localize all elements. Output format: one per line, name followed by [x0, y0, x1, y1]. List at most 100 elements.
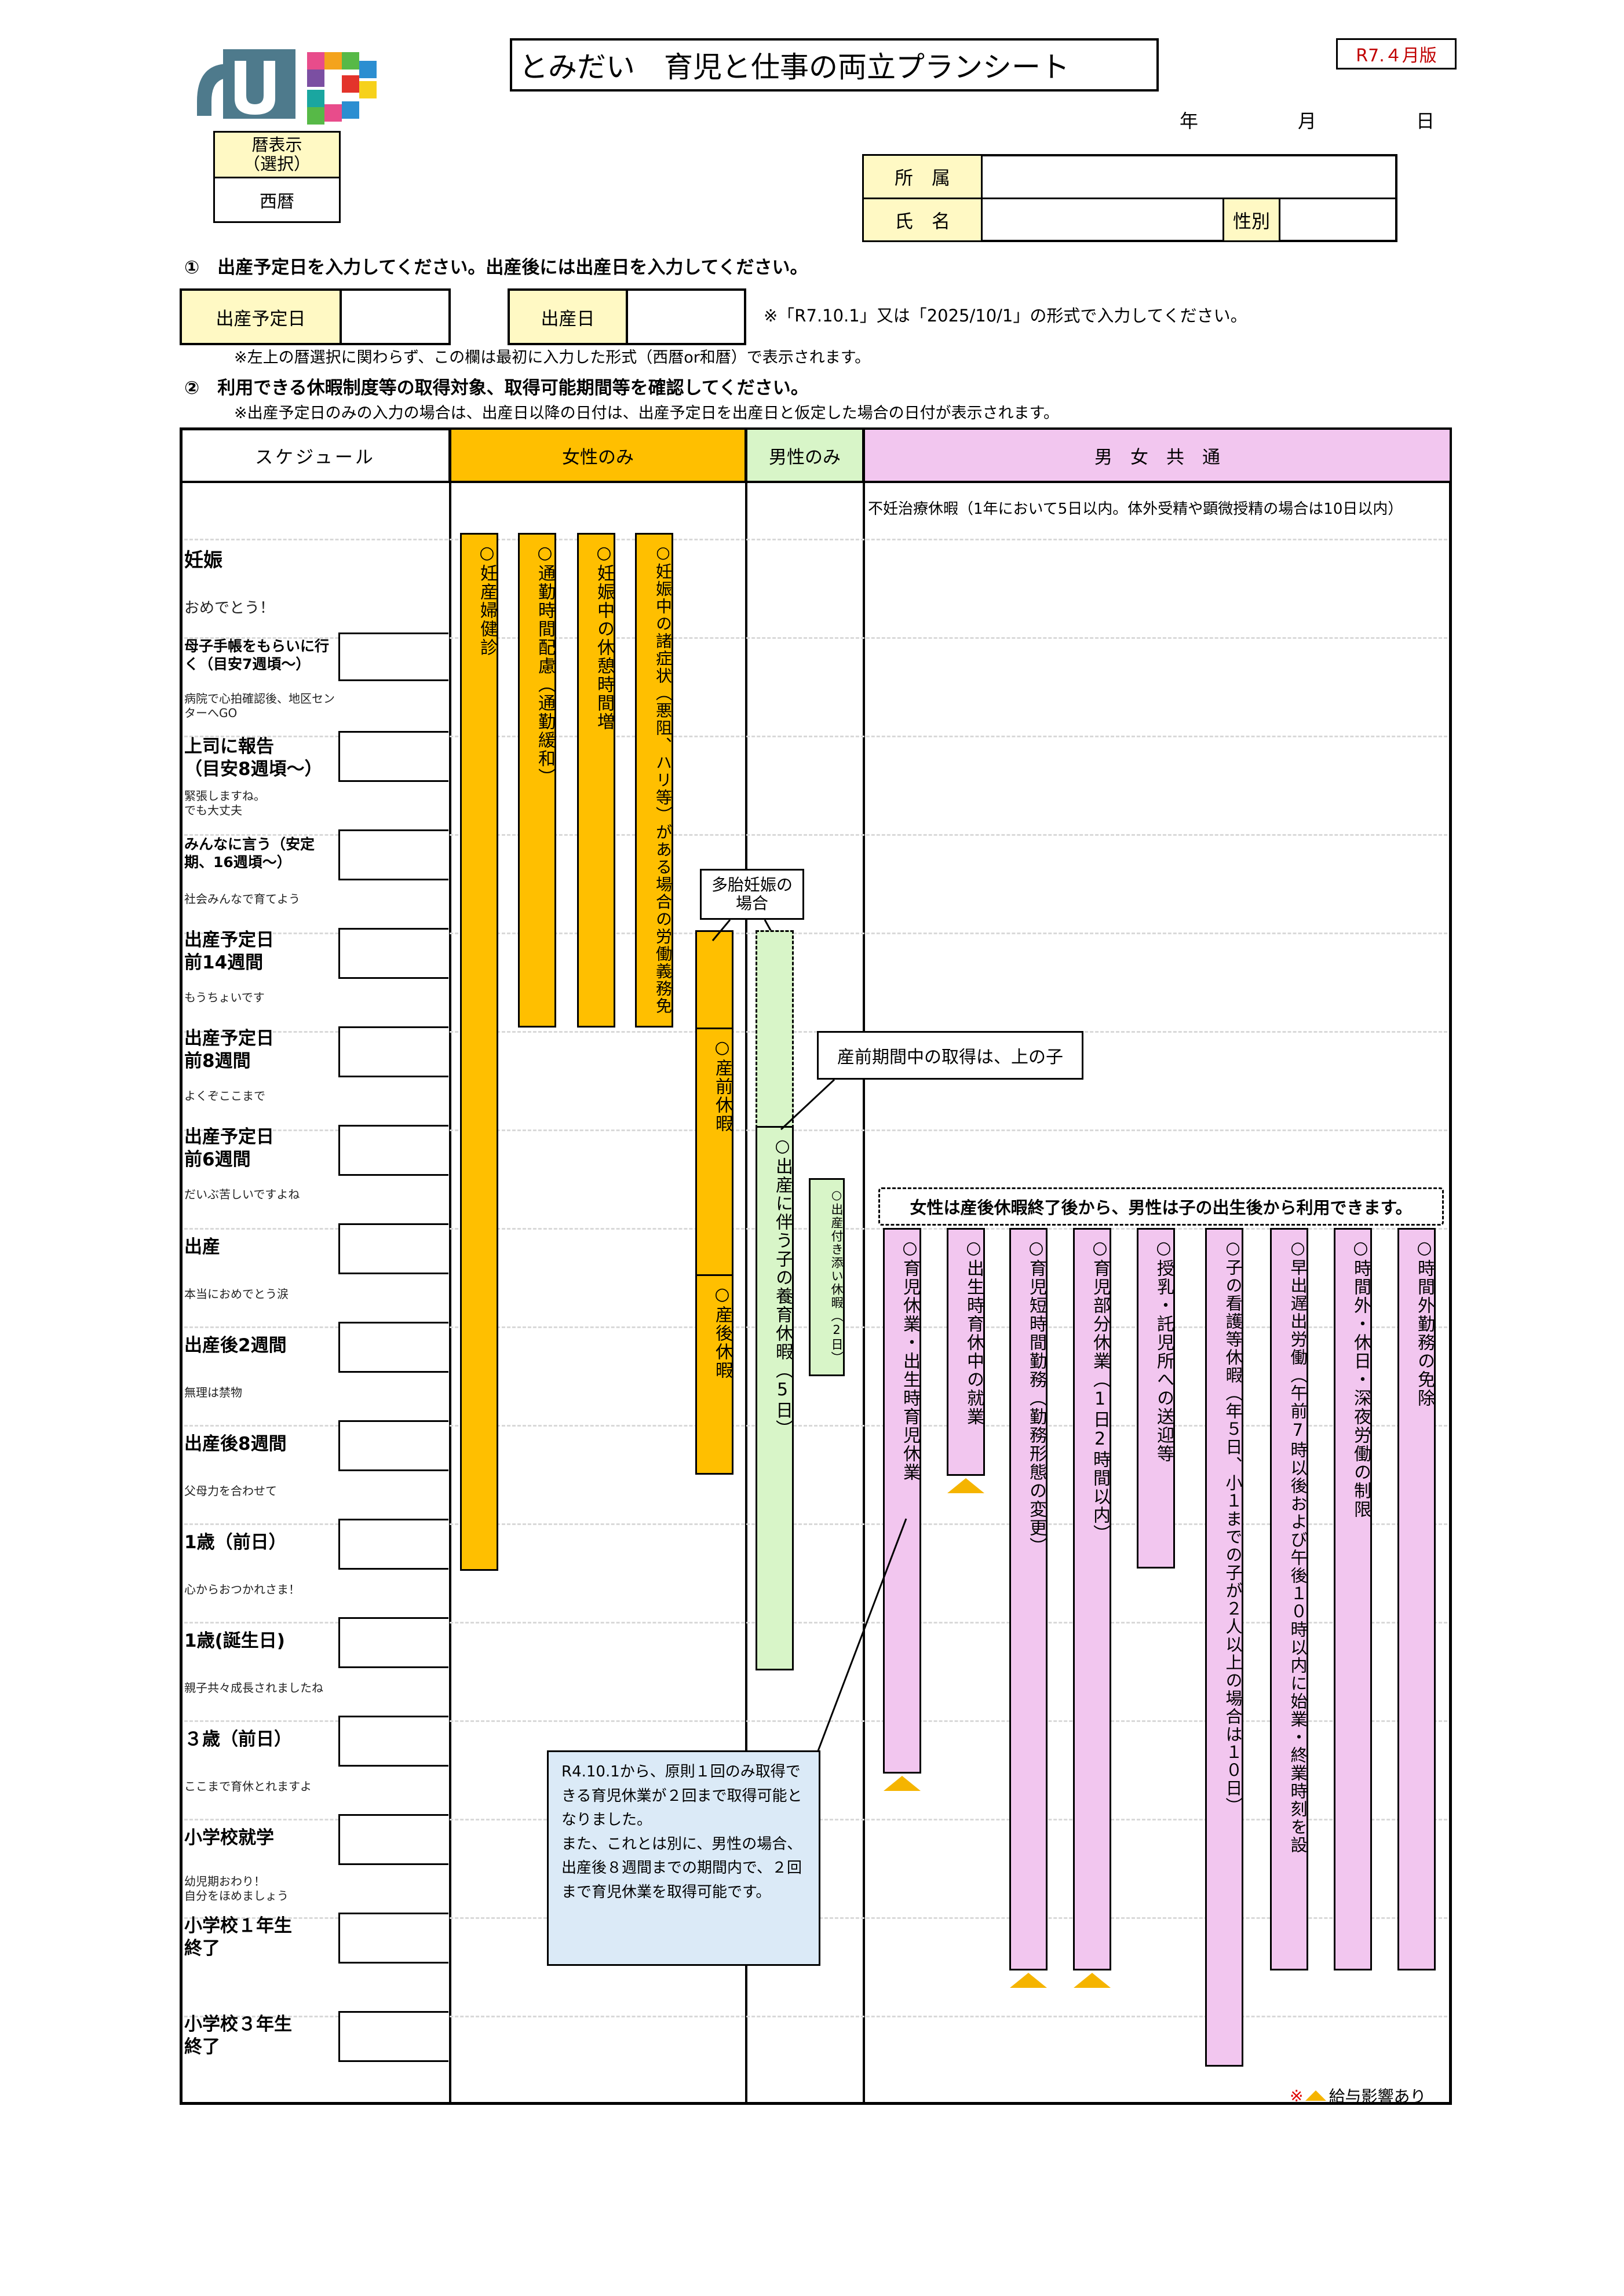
male-bar-multiple-extension [756, 930, 794, 1128]
common-bar-childcare-leave: ○育児休業・出生時育児休業 [883, 1228, 921, 1774]
common-bar-overtime-limit: ○時間外・休日・深夜労働の制限 [1334, 1228, 1372, 1970]
row-date-box[interactable] [338, 1125, 448, 1176]
row-date-box[interactable] [338, 1716, 448, 1767]
row-note: 社会みんなで育てよう [184, 892, 300, 906]
childcare-leave-callout: R4.10.1から、原則１回のみ取得できる育児休業が２回まで取得可能となりました… [547, 1750, 820, 1966]
prenatal-period-note: 産前期間中の取得は、上の子 [817, 1031, 1083, 1080]
salary-impact-marker [1010, 1973, 1047, 1988]
row-label: 出産予定日 前8週間 [184, 1028, 274, 1072]
gender-input[interactable] [1279, 198, 1397, 242]
section2-note: ※出産予定日のみの入力の場合は、出産日以降の日付は、出産予定日を出産日と仮定した… [234, 404, 1059, 422]
row-date-box[interactable] [338, 2011, 448, 2062]
guide-line [184, 736, 1447, 737]
row-date-box[interactable] [338, 829, 448, 880]
row-note: 父母力を合わせて [184, 1484, 277, 1498]
callout-pointer [816, 1518, 907, 1754]
row-label: 出産 [184, 1237, 220, 1257]
female-bar-commute: ○通勤時間配慮（通勤緩和） [518, 533, 556, 1028]
row-label: みんなに言う（安定期、16週頃～） [184, 836, 315, 871]
row-date-box[interactable] [338, 1814, 448, 1865]
birth-date-input[interactable] [628, 291, 744, 343]
guide-line [184, 1720, 1447, 1722]
affiliation-input[interactable] [981, 154, 1397, 199]
calendar-select-dropdown[interactable]: 西暦 [213, 177, 341, 223]
row-label: 出産予定日 前14週間 [184, 930, 274, 973]
salary-impact-marker [947, 1478, 984, 1493]
common-bar-work-during-leave: ○出生時育休中の就業 [947, 1228, 985, 1476]
common-bar-child-care-leave: ○子の看護等休暇（年５日、小１までの子が２人以上の場合は１０日） [1205, 1228, 1243, 2067]
guide-line [184, 1031, 1447, 1033]
logo-icon [197, 49, 377, 125]
row-note: 心からおつかれさま！ [184, 1582, 300, 1596]
row-note: だいぶ苦しいですよね [184, 1187, 300, 1201]
name-label: 氏 名 [862, 198, 983, 242]
row-label: ３歳（前日） [184, 1729, 292, 1750]
female-bar-prenatal: ○産前休暇 [695, 1028, 733, 1277]
divider-male [745, 483, 747, 2105]
row-note: 親子共々成長されましたね [184, 1681, 323, 1695]
guide-line [184, 1425, 1447, 1427]
row-date-box[interactable] [338, 731, 448, 782]
male-bar-attendance: ○出産付き添い休暇（2日） [809, 1178, 845, 1376]
affiliation-label: 所 属 [862, 154, 983, 199]
calendar-display-note: ※左上の暦選択に関わらず、この欄は最初に入力した形式（西暦or和暦）で表示されま… [234, 349, 871, 367]
row-date-box[interactable] [338, 1913, 448, 1964]
guide-line [184, 2016, 1447, 2017]
row-note: 幼児期おわり！ 自分をほめましょう [184, 1874, 289, 1903]
row-label: 小学校就学 [184, 1827, 274, 1848]
calendar-select-label: 暦表示 （選択） [213, 131, 341, 178]
row-date-box[interactable] [338, 1420, 448, 1471]
version-badge: R7.４月版 [1336, 38, 1457, 70]
row-label: 上司に報告 （目安8週頃～） [184, 736, 323, 780]
version-text: R7.４月版 [1356, 46, 1437, 66]
row-note: ここまで育休とれますよ [184, 1779, 312, 1793]
row-label: 1歳(誕生日) [184, 1630, 285, 1651]
row-note: 病院で心拍確認後、地区センターへGO [184, 692, 335, 720]
gender-label: 性別 [1222, 198, 1280, 242]
male-bar-childcare: ○出産に伴う子の養育休暇（5日） [756, 1126, 794, 1670]
row-label: 母子手帳をもらいに行く（目安7週頃～） [184, 638, 330, 673]
row-label: 小学校１年生 終了 [184, 1915, 292, 1959]
guide-line [184, 539, 1447, 540]
row-date-box[interactable] [338, 1322, 448, 1373]
row-note: 本当におめでとう涙 [184, 1287, 289, 1301]
guide-line [184, 1129, 1447, 1131]
page-title-box: とみだい 育児と仕事の両立プランシート [510, 38, 1159, 92]
common-bar-nursing: ○授乳・託児所への送迎等 [1137, 1228, 1175, 1569]
row-note: おめでとう！ [184, 599, 275, 617]
row-date-box[interactable] [338, 1223, 448, 1274]
salary-legend-icon [1305, 2090, 1327, 2101]
row-label: 出産後8週間 [184, 1434, 287, 1454]
salary-impact-marker [1074, 1973, 1111, 1988]
section1-heading: ① 出産予定日を入力してください。出産後には出産日を入力してください。 [184, 257, 808, 278]
female-bar-checkups: ○妊産婦健診 [460, 533, 498, 1571]
common-bar-short-hours: ○育児短時間勤務（勤務形態の変更） [1009, 1228, 1048, 1970]
common-usage-banner: 女性は産後休暇終了後から、男性は子の出生後から利用できます。 [878, 1187, 1444, 1226]
col-female-header: 女性のみ [449, 427, 747, 483]
date-day: 日 [1416, 110, 1435, 132]
multiple-pregnancy-label: 多胎妊娠の 場合 [700, 869, 804, 920]
col-male-header: 男性のみ [745, 427, 864, 483]
due-date-label: 出産予定日 [180, 288, 342, 345]
common-bar-flexible-hours: ○早出遅出労働（午前7時以後および午後１０時以内に始業・終業時刻を設 [1270, 1228, 1308, 1970]
due-date-input[interactable] [342, 291, 448, 343]
logo-text: UNIVERSITY OF TOYAMA [257, 119, 289, 131]
row-date-box[interactable] [338, 928, 448, 979]
row-note: よくぞここまで [184, 1089, 265, 1103]
row-label: 妊娠 [184, 549, 222, 571]
row-date-box[interactable] [338, 633, 448, 681]
common-bar-overtime-exemption: ○時間外勤務の免除 [1397, 1228, 1436, 1970]
row-date-box[interactable] [338, 1026, 448, 1077]
date-year: 年 [1180, 110, 1199, 132]
name-input[interactable] [981, 198, 1224, 242]
row-note: 緊張しますね。 でも大丈夫 [184, 789, 265, 817]
date-month: 月 [1298, 110, 1317, 132]
row-date-box[interactable] [338, 1617, 448, 1668]
row-date-box[interactable] [338, 1519, 448, 1570]
female-bar-rest: ○妊娠中の休憩時間増 [577, 533, 615, 1028]
guide-line [184, 637, 1447, 639]
prenatal-note-pointer [780, 1078, 835, 1131]
col-schedule-header: スケジュール [180, 427, 451, 483]
row-label: 小学校３年生 終了 [184, 2014, 292, 2057]
col-common-header: 男 女 共 通 [863, 427, 1452, 483]
